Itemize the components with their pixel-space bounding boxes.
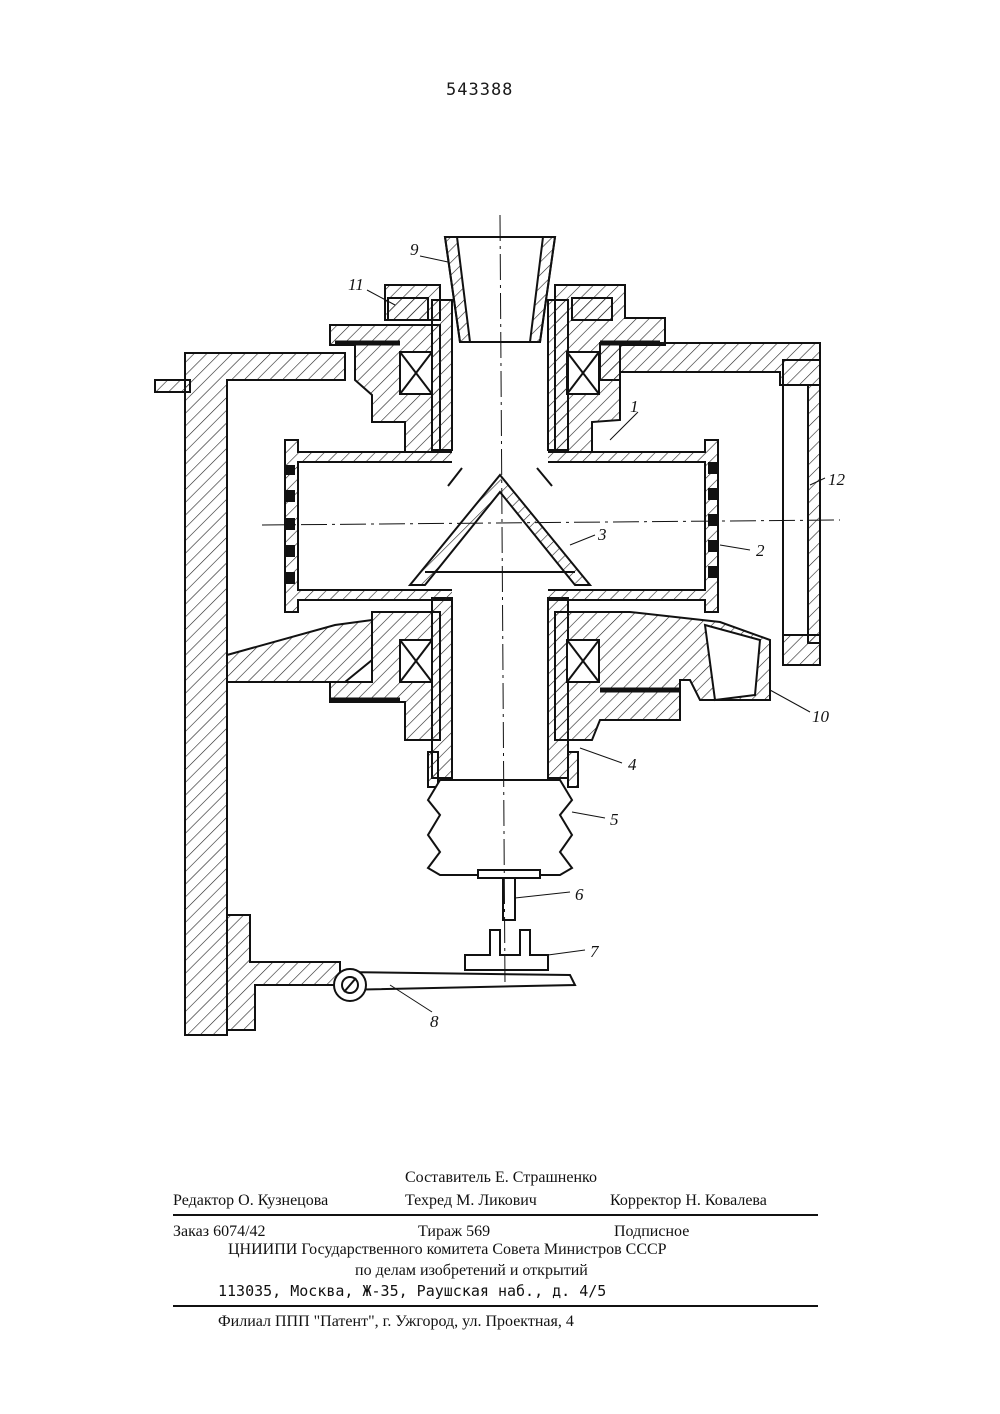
compiler-line: Составитель Е. Страшненко [405,1169,597,1187]
order-line: Заказ 6074/42 [173,1223,266,1241]
label-6: 6 [575,885,584,904]
label-7: 7 [590,942,600,961]
label-4: 4 [628,755,637,774]
circulation-line: Тираж 569 [418,1223,490,1241]
label-12: 12 [828,470,846,489]
divider-top [173,1214,818,1216]
label-2: 2 [756,541,765,560]
lower-right-hub [555,612,770,740]
label-9: 9 [410,240,419,259]
label-5: 5 [610,810,619,829]
branch-line: Филиал ППП "Патент", г. Ужгород, ул. Про… [218,1313,574,1331]
label-3: 3 [597,525,607,544]
technical-drawing: 1 2 3 4 5 6 7 8 9 10 11 12 [0,0,1000,1100]
divider-bottom [173,1305,818,1307]
label-8: 8 [430,1012,439,1031]
subscription-line: Подписное [614,1223,689,1241]
organization-line: ЦНИИПИ Государственного комитета Совета … [228,1241,667,1259]
label-10: 10 [812,707,830,726]
label-1: 1 [630,397,639,416]
feed-funnel [445,237,555,342]
organization-subline: по делам изобретений и открытий [355,1262,588,1280]
lever-assembly [334,878,575,1001]
corrector-line: Корректор Н. Ковалева [610,1192,767,1210]
label-11: 11 [348,275,364,294]
address-line: 113035, Москва, Ж-35, Раушская наб., д. … [218,1282,606,1300]
editor-line: Редактор О. Кузнецова [173,1192,328,1210]
techred-line: Техред М. Ликович [405,1192,537,1210]
